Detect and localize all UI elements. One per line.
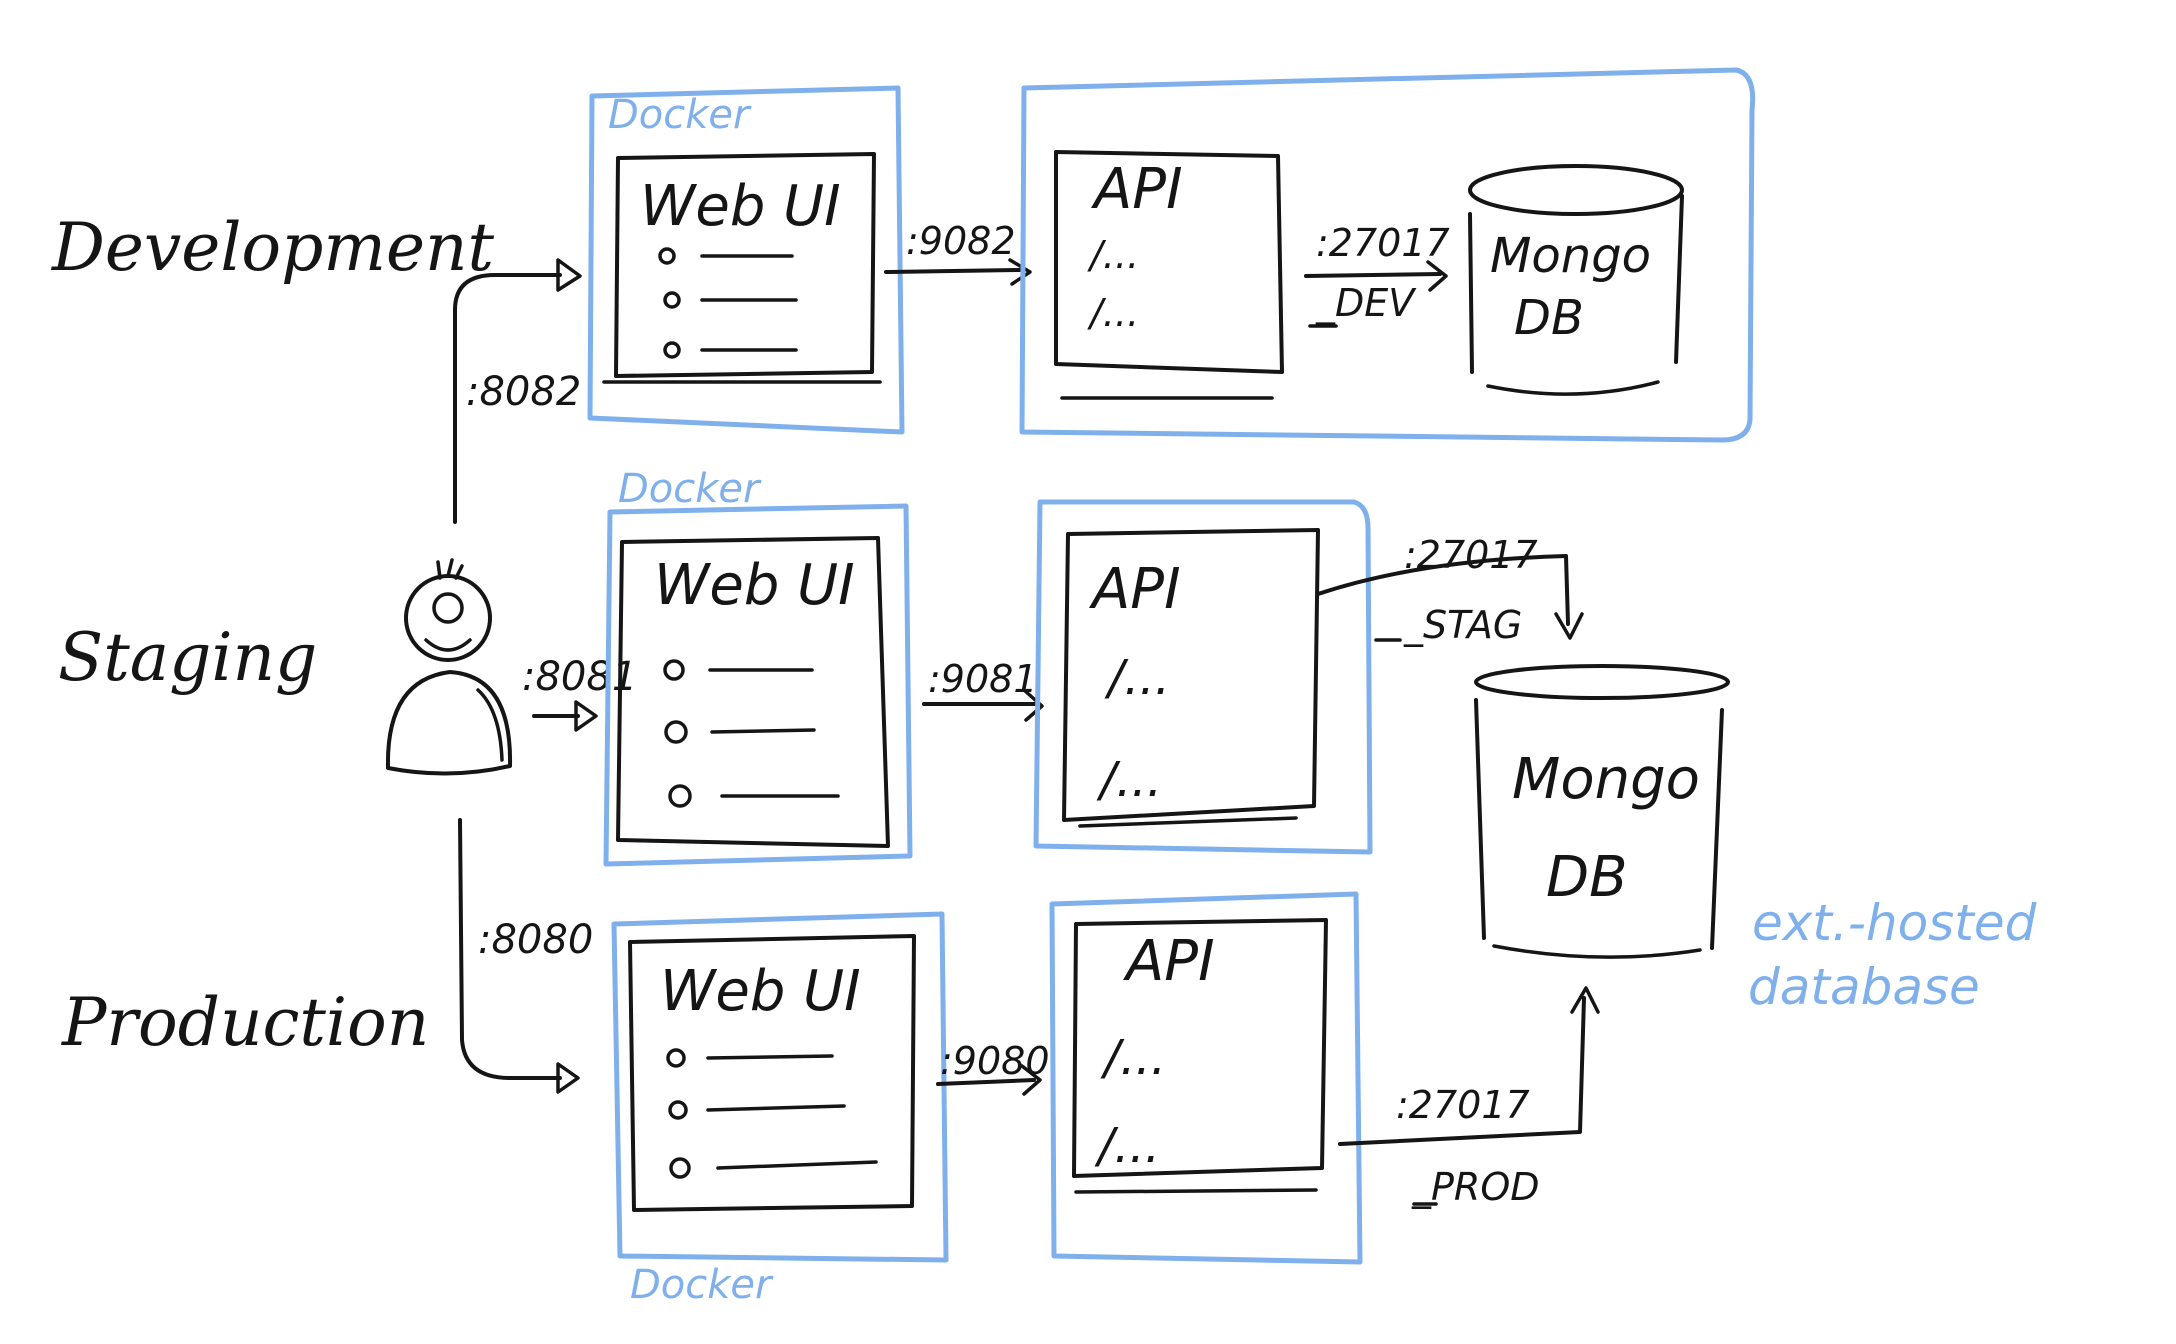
web-ui-box-prod (628, 934, 916, 1212)
docker-container-stag-ui (603, 503, 913, 867)
db-suffix-prod: _PROD (1411, 1165, 1540, 1209)
env-label-production: Production (61, 984, 429, 1061)
port-label-dev-api: :9082 (906, 219, 1016, 263)
mongo-db-cylinder-shared (1474, 664, 1730, 959)
api-route-prod-1: /... (1100, 1030, 1166, 1086)
api-title-stag: API (1089, 557, 1181, 622)
arrow-user-to-dev (453, 258, 582, 524)
web-ui-title-prod: Web UI (660, 959, 861, 1024)
arrow-dev-api-to-db (1304, 260, 1448, 328)
web-ui-box-dev (602, 152, 882, 384)
docker-container-dev-ui (587, 85, 905, 435)
api-route-dev-1: /... (1087, 233, 1139, 277)
api-title-dev: API (1091, 157, 1183, 222)
api-box-prod (1072, 918, 1328, 1194)
docker-label-prod: Docker (630, 1262, 774, 1308)
api-box-stag (1062, 528, 1320, 828)
mongo-shared-line2: DB (1546, 845, 1628, 910)
port-label-prod-db: :27017 (1396, 1083, 1530, 1127)
arrow-stag-api-to-db (1316, 554, 1584, 642)
api-title-prod: API (1123, 929, 1215, 994)
arrow-user-to-prod (458, 818, 580, 1094)
web-ui-title-dev: Web UI (640, 174, 841, 239)
docker-container-stag-backend (1033, 499, 1373, 855)
web-ui-box-stag (616, 536, 890, 848)
external-note-line2: database (1748, 958, 1980, 1016)
mongo-dev-line2: DB (1514, 290, 1584, 346)
arrow-user-to-stag (532, 700, 598, 732)
web-ui-title-stag: Web UI (654, 553, 855, 618)
env-label-development: Development (51, 209, 495, 286)
docker-container-dev-backend (1019, 67, 1756, 443)
docker-container-prod-ui (611, 911, 949, 1263)
db-suffix-stag: _STAG (1403, 603, 1522, 647)
docker-label-dev: Docker (608, 92, 752, 138)
port-label-dev-db: :27017 (1316, 221, 1450, 265)
port-label-user-dev: :8082 (466, 369, 581, 415)
api-route-dev-2: /... (1087, 291, 1139, 335)
port-label-prod-api: :9080 (940, 1039, 1050, 1083)
port-label-stag-api: :9081 (928, 657, 1038, 701)
external-note-line1: ext.-hosted (1752, 894, 2037, 952)
mongo-db-cylinder-dev (1468, 164, 1684, 396)
api-route-prod-2: /... (1094, 1118, 1160, 1174)
arrow-dev-ui-to-api (884, 258, 1032, 286)
mongo-shared-line1: Mongo (1512, 747, 1700, 812)
docker-label-stag: Docker (618, 466, 762, 512)
api-box-dev (1054, 150, 1284, 400)
arrow-prod-api-to-db (1338, 986, 1600, 1206)
port-label-stag-db: :27017 (1404, 533, 1538, 577)
db-suffix-dev: _DEV (1315, 281, 1417, 325)
arrow-stag-ui-to-api (922, 688, 1044, 722)
port-label-user-prod: :8080 (478, 917, 593, 963)
api-route-stag-2: /... (1096, 752, 1162, 808)
mongo-dev-line1: Mongo (1490, 228, 1651, 284)
user-icon (385, 558, 513, 776)
api-route-stag-1: /... (1104, 650, 1170, 706)
docker-container-prod-backend (1049, 891, 1363, 1265)
env-label-staging: Staging (58, 619, 317, 696)
arrow-prod-ui-to-api (936, 1064, 1042, 1096)
